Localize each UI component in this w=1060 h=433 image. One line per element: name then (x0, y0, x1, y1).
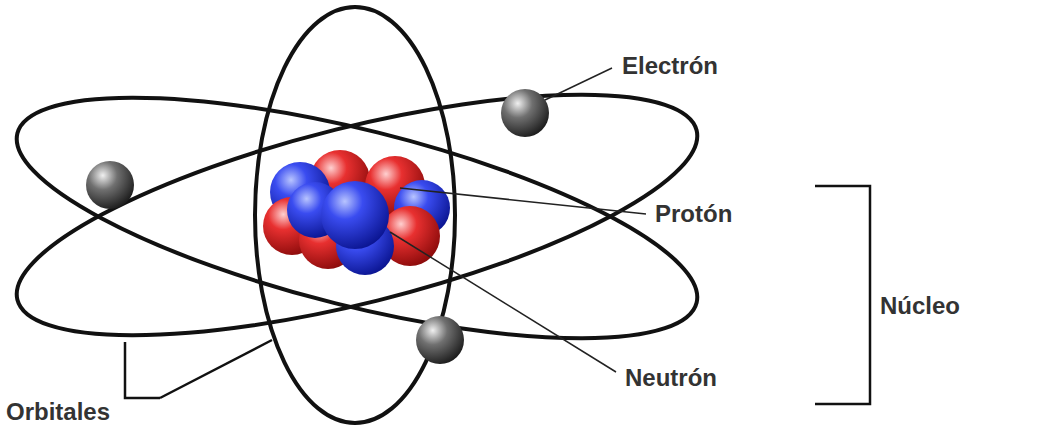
orbitals-label: Orbitales (6, 398, 110, 426)
neutron-label: Neutrón (625, 364, 717, 392)
electron-label: Electrón (622, 52, 718, 80)
proton-label: Protón (655, 200, 732, 228)
leader-lines (390, 68, 646, 372)
orbit-ellipses (0, 7, 718, 423)
nucleus-label: Núcleo (880, 292, 960, 320)
nucleus-spheres (263, 150, 450, 275)
orbit-vertical (255, 7, 455, 423)
orbit-tilted-up (0, 45, 718, 385)
electrons (86, 89, 549, 364)
brackets (125, 186, 870, 404)
